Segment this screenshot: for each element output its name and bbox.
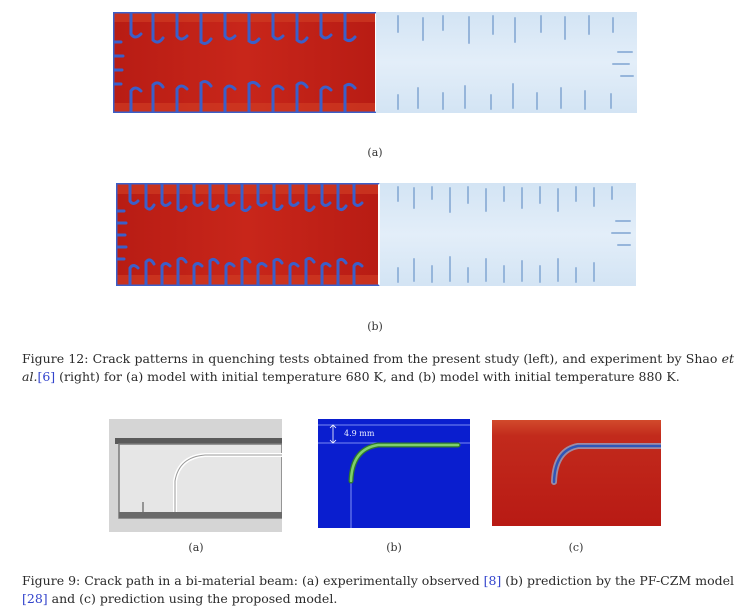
fig12b-image <box>116 183 636 286</box>
fig9-ref2-link[interactable]: [28] <box>22 591 48 606</box>
fig9-caption-mid: (b) prediction by the PF-CZM model <box>501 573 734 588</box>
fig12-caption-tail: (right) for (a) model with initial tempe… <box>55 369 680 384</box>
fig12b-panel <box>116 183 636 286</box>
fig12-ref-link[interactable]: [6] <box>37 369 56 384</box>
fig9a-panel <box>109 419 282 532</box>
fig9-caption: Figure 9: Crack path in a bi-material be… <box>22 572 734 608</box>
fig9b-label: (b) <box>386 541 402 554</box>
fig9b-image <box>318 419 470 528</box>
fig9b-dimension-label: 4.9 mm <box>344 429 375 438</box>
fig12a-panel <box>113 12 637 113</box>
fig9-caption-lead: Figure 9: Crack path in a bi-material be… <box>22 573 484 588</box>
fig12a-image <box>113 12 637 113</box>
fig12b-label: (b) <box>367 320 383 333</box>
fig9b-panel: 4.9 mm <box>318 419 470 528</box>
fig9c-label: (c) <box>568 541 584 554</box>
fig12a-label: (a) <box>367 146 383 159</box>
fig9-caption-tail: and (c) prediction using the proposed mo… <box>47 591 338 606</box>
fig12-caption-etal: et al. <box>22 351 734 384</box>
fig9-ref1-link[interactable]: [8] <box>483 573 502 588</box>
fig12-caption: Figure 12: Crack patterns in quenching t… <box>22 350 734 386</box>
fig9c-image <box>492 420 661 526</box>
fig9a-image <box>109 419 282 532</box>
fig9c-panel <box>492 420 661 526</box>
fig12-caption-lead: Figure 12: Crack patterns in quenching t… <box>22 351 722 366</box>
fig9a-label: (a) <box>188 541 204 554</box>
